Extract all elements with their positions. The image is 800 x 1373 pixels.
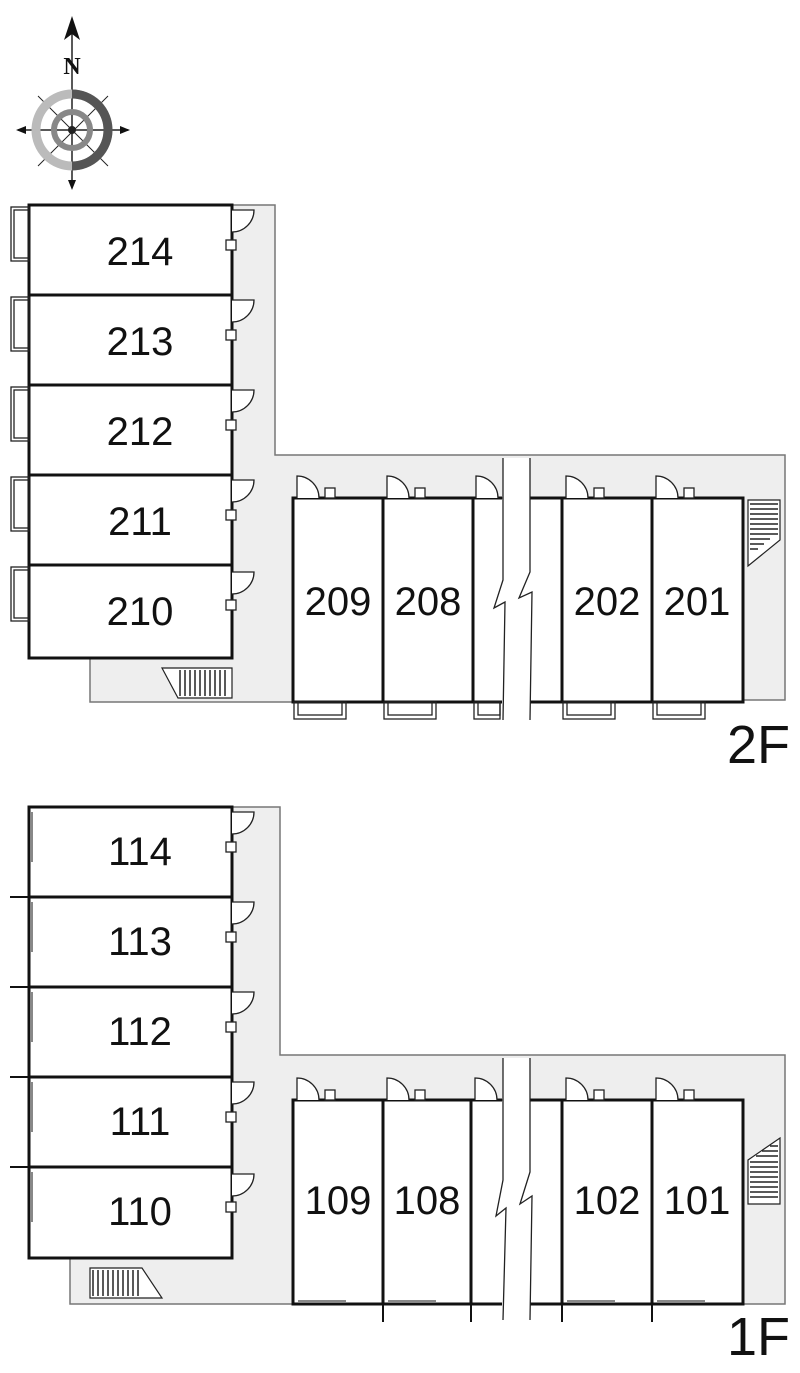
compass-icon: N bbox=[16, 16, 130, 190]
east-wing-1f bbox=[291, 1098, 745, 1306]
unit-label: 212 bbox=[107, 410, 174, 454]
unit-label: 208 bbox=[395, 580, 462, 624]
wall-marks-west-1f bbox=[10, 812, 33, 1222]
doors-east-1f bbox=[296, 1077, 695, 1101]
unit-label: 214 bbox=[107, 230, 174, 274]
unit-label: 110 bbox=[108, 1190, 172, 1234]
east-wing-2f bbox=[291, 496, 745, 704]
doors-east-2f bbox=[296, 475, 695, 499]
compass-north-label: N bbox=[63, 54, 81, 80]
floor-label: 2F bbox=[727, 715, 790, 775]
floor-label: 1F bbox=[727, 1307, 790, 1367]
floor-2f: 214 213 212 211 210 209 208 202 201 2F bbox=[10, 203, 790, 775]
unit-label: 102 bbox=[574, 1179, 641, 1223]
unit-label: 114 bbox=[108, 830, 172, 874]
balconies-west-2f bbox=[10, 206, 30, 622]
stairs-west-1f bbox=[89, 1267, 164, 1299]
unit-label: 202 bbox=[574, 580, 641, 624]
doors-west-2f bbox=[225, 209, 255, 611]
stairs-east-1f bbox=[747, 1136, 781, 1205]
west-wing-1f bbox=[27, 805, 234, 1260]
unit-label: 201 bbox=[664, 580, 731, 624]
balconies-south-2f bbox=[293, 701, 706, 720]
unit-label: 111 bbox=[110, 1100, 171, 1144]
break-line-2f bbox=[492, 458, 533, 721]
wall-marks-south-1f bbox=[298, 1300, 705, 1322]
unit-label: 210 bbox=[107, 590, 174, 634]
unit-label: 112 bbox=[108, 1010, 172, 1054]
unit-label: 108 bbox=[394, 1179, 461, 1223]
unit-label: 211 bbox=[108, 500, 172, 544]
unit-label: 101 bbox=[664, 1179, 731, 1223]
unit-label: 209 bbox=[305, 580, 372, 624]
doors-west-1f bbox=[225, 811, 255, 1213]
unit-label: 113 bbox=[108, 920, 172, 964]
unit-label: 109 bbox=[305, 1179, 372, 1223]
unit-label: 213 bbox=[107, 320, 174, 364]
floor-1f: 114 113 112 111 110 109 108 102 101 1F bbox=[10, 805, 790, 1367]
break-line-1f bbox=[495, 1058, 533, 1321]
stairs-east-2f bbox=[747, 499, 781, 568]
stairs-west-2f bbox=[161, 667, 233, 699]
